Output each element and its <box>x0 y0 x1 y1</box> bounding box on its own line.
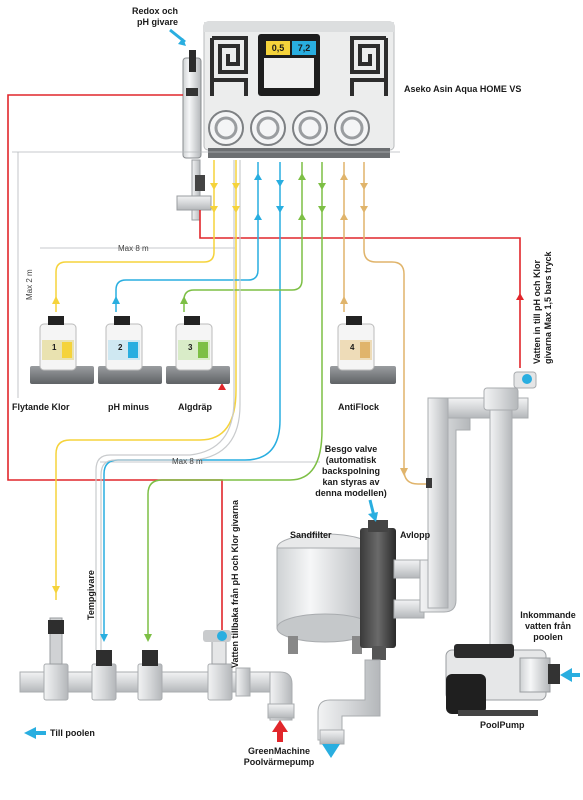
canister-number-2: 2 <box>118 343 123 352</box>
canister-algae <box>166 316 230 384</box>
label-poolpump: PoolPump <box>480 720 525 730</box>
pump-head-3 <box>292 110 328 146</box>
arrow-greenmachine <box>272 720 288 732</box>
display-value-1: 0,5 <box>264 39 292 57</box>
label-redox: Redox och pH givare <box>131 6 178 27</box>
label-product: Aseko Asin Aqua HOME VS <box>404 84 522 94</box>
return-pipe <box>19 617 295 721</box>
dimension-lines <box>12 151 400 463</box>
label-vatten-in: Vatten in till pH och Klor givarna Max 1… <box>532 251 553 364</box>
label-max2: Max 2 m <box>25 269 34 300</box>
label-antiflock: AntiFlock <box>338 402 380 412</box>
water-supply-line <box>7 94 521 640</box>
pump-head-2 <box>250 110 286 146</box>
display-graph-area <box>264 58 314 88</box>
canister-ph <box>98 316 162 384</box>
label-algdrap: Algdräp <box>178 402 213 412</box>
label-phminus: pH minus <box>108 402 150 412</box>
label-inkommande: Inkommande vatten från poolen <box>520 610 576 642</box>
arrow-inkommande <box>560 668 572 682</box>
canister-number-4: 4 <box>350 343 355 352</box>
greek-key-pattern-right <box>350 36 388 96</box>
label-avlopp: Avlopp <box>400 530 431 540</box>
arrow-till-poolen <box>24 727 36 739</box>
label-greenmachine: GreenMachine Poolvärmepump <box>243 746 315 767</box>
canister-chlorine <box>30 316 94 384</box>
label-tempgivare: Tempgivare <box>86 570 96 620</box>
controller-display: 0,5 7,2 <box>258 34 320 96</box>
label-klor: Flytande Klor <box>12 402 70 412</box>
tube-arrows <box>52 173 524 642</box>
pool-pump <box>445 644 560 716</box>
canister-number-3: 3 <box>188 343 193 352</box>
riser-pipe <box>426 371 537 691</box>
greek-key-pattern-left <box>210 36 248 96</box>
sandfilter <box>276 533 374 654</box>
flow-arrows <box>24 28 580 758</box>
label-vatten-tillbaka: Vatten tillbaka från pH och Klor givarna <box>230 499 240 668</box>
canister-number-1: 1 <box>52 343 57 352</box>
label-till-poolen: Till poolen <box>50 728 95 738</box>
label-sandfilter: Sandfilter <box>290 530 332 540</box>
besgo-valve <box>360 520 425 660</box>
dosing-tubes <box>55 160 428 650</box>
controller-unit <box>203 21 395 158</box>
label-max8-mid: Max 8 m <box>172 457 203 466</box>
canister-flock <box>330 316 396 384</box>
arrow-avlopp-down <box>322 744 340 758</box>
pump-head-4 <box>334 110 370 146</box>
display-value-2: 7,2 <box>290 39 318 57</box>
label-besgo: Besgo valve (automatisk backspolning kan… <box>315 444 387 498</box>
sensor-probe-holder <box>176 50 212 221</box>
label-max8-top: Max 8 m <box>118 244 149 253</box>
pump-head-1 <box>208 110 244 146</box>
